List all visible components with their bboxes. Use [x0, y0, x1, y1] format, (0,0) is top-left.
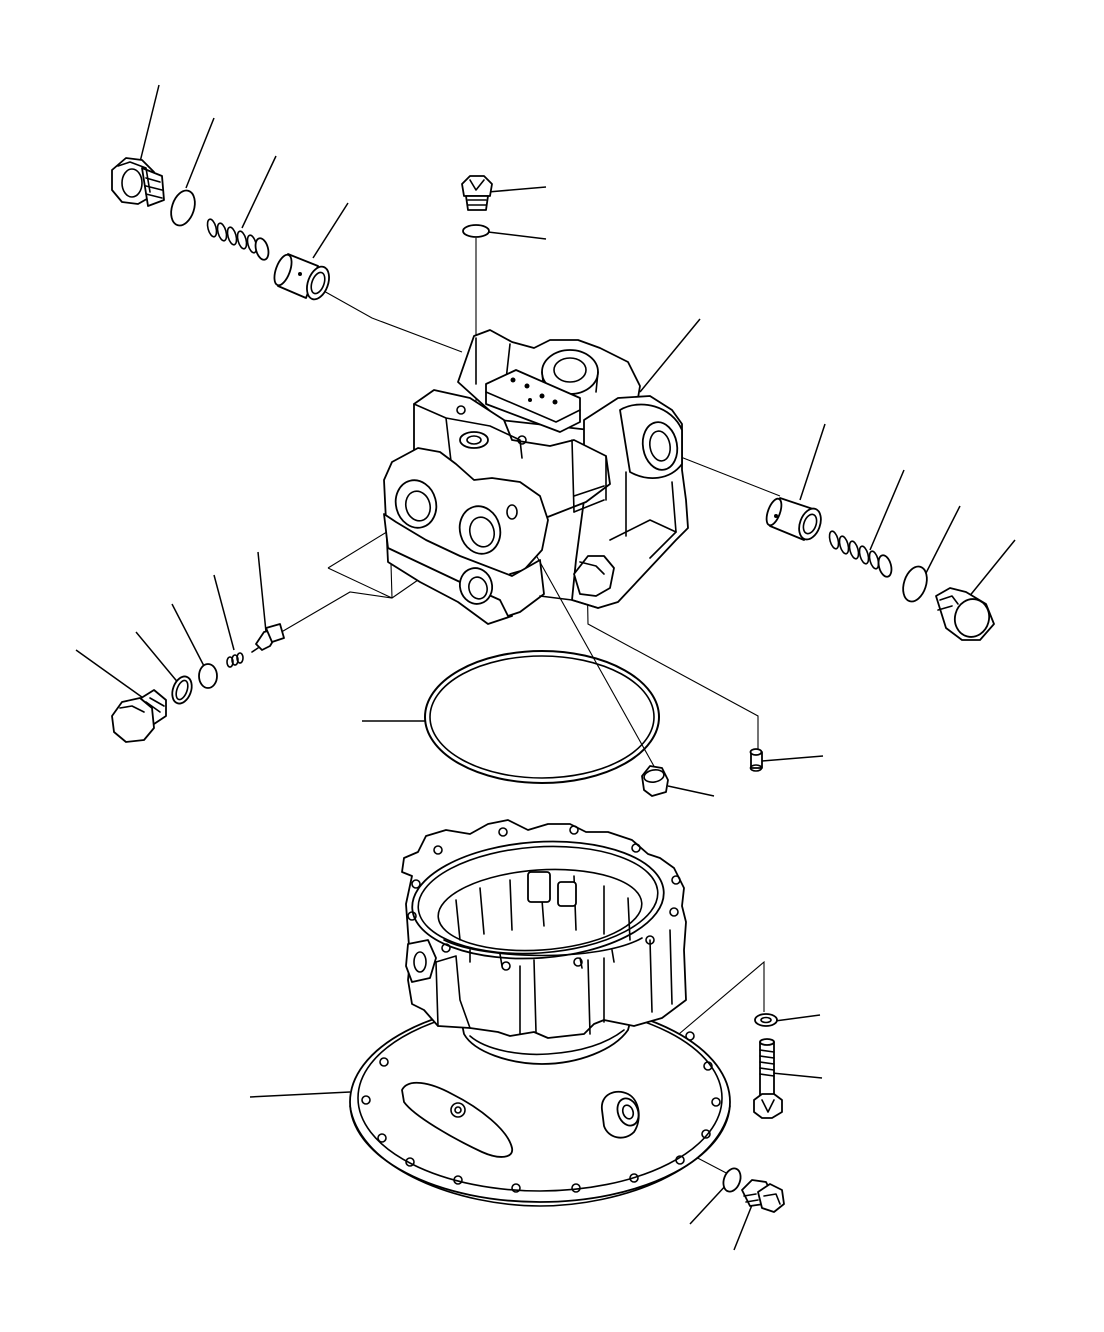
assembly-line	[328, 530, 392, 598]
leader-line	[640, 319, 700, 392]
o-ring-bottom-icon	[720, 1166, 743, 1194]
leader-line	[186, 118, 214, 188]
leader-line	[925, 506, 960, 575]
bolt-icon	[754, 1039, 782, 1118]
leader-line	[870, 470, 904, 550]
spring-right-icon	[828, 530, 894, 578]
plug-top-left-icon	[112, 158, 164, 206]
leader-line	[690, 1183, 728, 1224]
o-ring-right-icon	[899, 563, 931, 604]
assembly-line	[328, 568, 392, 598]
pin-icon	[751, 749, 763, 771]
motor-housing-icon	[350, 820, 730, 1206]
washer-icon	[755, 1014, 777, 1026]
leader-line	[488, 187, 546, 192]
leader-line	[762, 756, 823, 761]
plug-bottom-icon	[742, 1180, 784, 1212]
valve-body-icon	[384, 330, 688, 624]
leader-line	[214, 575, 234, 650]
leader-line	[775, 1015, 820, 1021]
leader-line	[258, 552, 266, 632]
leader-line	[140, 85, 159, 162]
plug-ball-icon	[642, 766, 668, 796]
leader-line	[76, 650, 146, 700]
plug-left-icon	[112, 690, 166, 742]
plug-right-icon	[936, 588, 994, 641]
leader-line	[313, 203, 348, 258]
assembly-line	[322, 290, 462, 352]
leader-line	[772, 1073, 822, 1078]
leader-line	[488, 232, 546, 239]
assembly-line	[666, 962, 764, 1045]
leader-line	[136, 632, 180, 685]
o-ring-small-top-icon	[463, 225, 489, 237]
assembly-line	[668, 452, 780, 496]
leader-line	[242, 156, 276, 228]
o-ring-small-left-icon	[199, 664, 217, 688]
piston-top-left-icon	[271, 253, 333, 303]
leader-line	[968, 540, 1015, 598]
piston-right-icon	[764, 497, 825, 543]
o-ring-top-left-icon	[167, 187, 199, 228]
plug-small-top-icon	[462, 176, 492, 210]
leader-line	[172, 604, 205, 668]
leader-line	[800, 424, 825, 500]
spring-top-left-icon	[206, 218, 271, 261]
leader-line	[250, 1092, 350, 1097]
check-valve-poppet-icon	[252, 624, 284, 652]
leader-line	[668, 786, 714, 796]
leader-line	[734, 1205, 752, 1250]
spring-small-left-icon	[227, 653, 243, 667]
backup-ring-left-icon	[169, 674, 195, 706]
leader-lines	[76, 85, 1015, 1250]
large-o-ring-icon	[425, 651, 659, 783]
